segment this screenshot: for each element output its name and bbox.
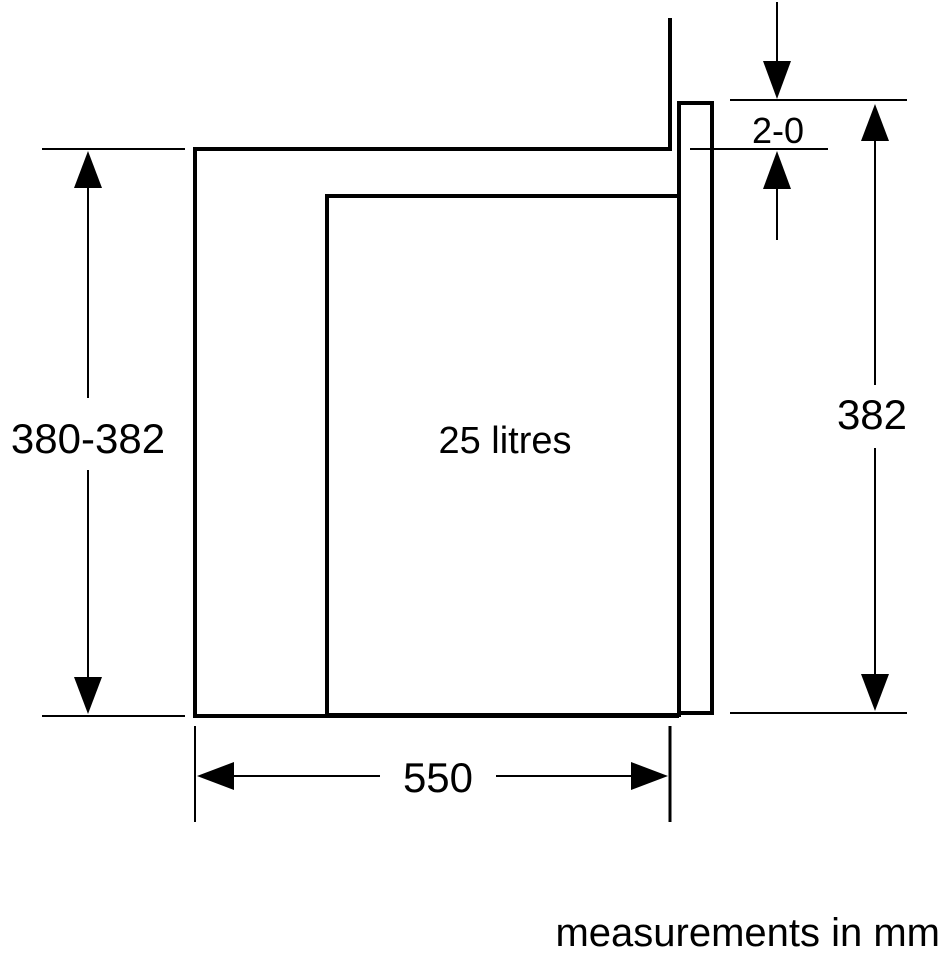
units-note: measurements in mm bbox=[555, 911, 940, 953]
arrow-right-icon bbox=[631, 762, 668, 790]
arrow-down-icon bbox=[763, 61, 791, 99]
arrow-up-icon bbox=[74, 151, 102, 188]
cabinet-outline bbox=[193, 18, 679, 718]
depth-label: 550 bbox=[403, 754, 473, 801]
arrow-up-icon bbox=[763, 151, 791, 189]
arrow-down-icon bbox=[74, 677, 102, 714]
arrow-up-icon bbox=[861, 104, 889, 141]
height-right-label: 382 bbox=[837, 391, 907, 438]
arrow-left-icon bbox=[197, 762, 234, 790]
gap-label: 2-0 bbox=[752, 110, 804, 151]
height-left-label: 380-382 bbox=[11, 415, 165, 462]
volume-label: 25 litres bbox=[438, 420, 571, 462]
arrow-down-icon bbox=[861, 674, 889, 711]
appliance-door bbox=[677, 101, 714, 715]
